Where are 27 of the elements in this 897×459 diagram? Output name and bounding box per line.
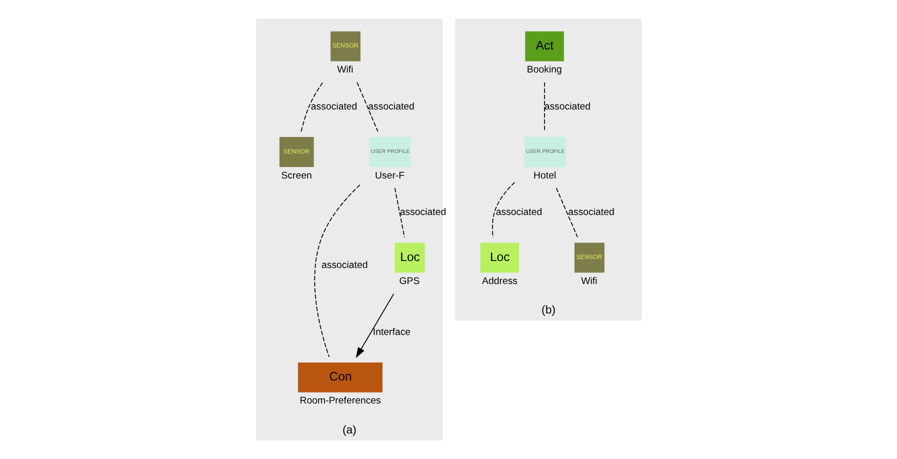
edge-label: associated — [368, 102, 414, 113]
edge-label: Interface — [372, 327, 410, 338]
edge-label: associated — [568, 207, 614, 218]
connector — [300, 82, 323, 132]
node-label: GPS — [398, 276, 420, 287]
node-box: Loc — [394, 242, 424, 273]
arrow — [355, 293, 394, 358]
node-label: Screen — [280, 170, 312, 182]
node-label: User-F — [374, 170, 404, 182]
node-label: Room-Preferences — [299, 396, 380, 407]
edge-label: associated — [321, 260, 368, 272]
edge-label: associated — [495, 207, 542, 218]
node-box: Loc — [480, 242, 519, 273]
edge-label: associated — [544, 102, 590, 113]
connector — [314, 184, 360, 358]
connector — [356, 82, 378, 132]
node-label: Wifi — [580, 276, 597, 287]
node-box: Con — [297, 362, 382, 392]
node-label: Address — [482, 276, 518, 287]
node-box: Act — [524, 31, 564, 62]
node-label: Booking — [526, 64, 562, 76]
edge-label: associated — [310, 102, 357, 113]
node-label: Wifi — [336, 64, 353, 76]
connector — [492, 182, 515, 238]
connector — [555, 188, 578, 238]
connector — [394, 188, 404, 238]
node-label: Hotel — [533, 170, 556, 182]
